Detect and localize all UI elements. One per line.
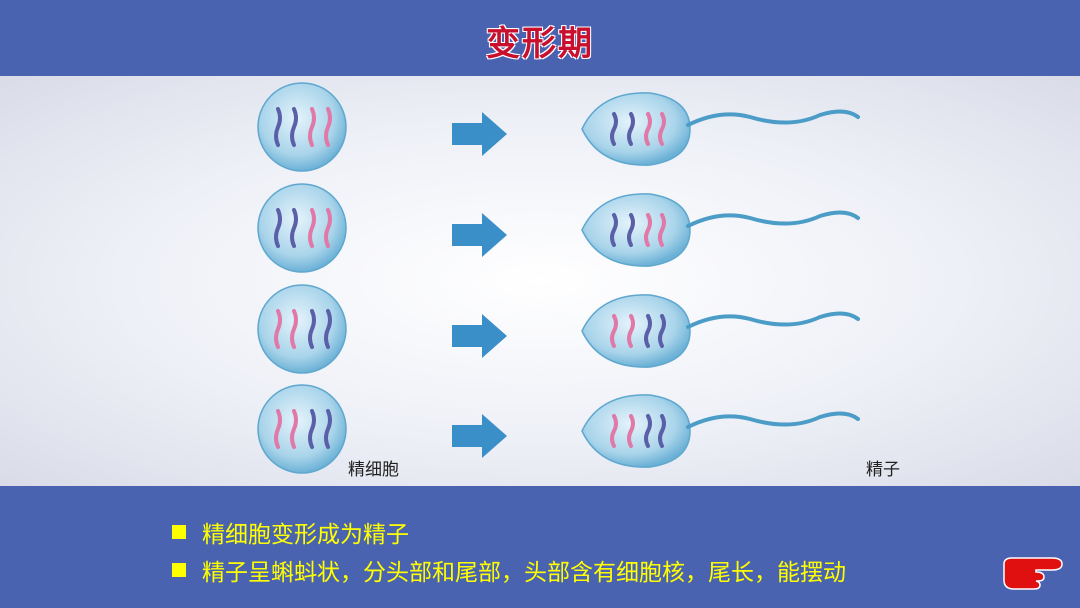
chromosome bbox=[658, 213, 666, 247]
pointing-hand-icon[interactable] bbox=[1000, 552, 1066, 592]
chromosome bbox=[644, 112, 652, 146]
footer-band bbox=[0, 486, 1080, 608]
chromosome bbox=[658, 112, 666, 146]
chromosome bbox=[627, 213, 635, 247]
chromosome bbox=[610, 314, 618, 348]
bullet-square-icon bbox=[172, 563, 186, 577]
chromosome bbox=[644, 314, 652, 348]
bullet-text: 精细胞变形成为精子 bbox=[202, 522, 409, 548]
bullet-text: 精子呈蝌蚪状，分头部和尾部，头部含有细胞核，尾长，能摆动 bbox=[202, 560, 846, 586]
chromosome bbox=[627, 414, 635, 448]
chromosome bbox=[308, 208, 316, 248]
right-arrow-icon bbox=[452, 314, 507, 358]
chromosome bbox=[274, 208, 282, 248]
chromosome bbox=[644, 213, 652, 247]
chromosome bbox=[274, 309, 282, 349]
bullet-square-icon bbox=[172, 525, 186, 539]
chromosome bbox=[658, 414, 666, 448]
chromosome bbox=[290, 208, 298, 248]
diagram-stage: 精细胞 精子 bbox=[0, 76, 1080, 486]
chromosome bbox=[627, 112, 635, 146]
chromosome bbox=[324, 309, 332, 349]
sperm-head bbox=[581, 394, 691, 468]
chromosome bbox=[308, 309, 316, 349]
right-arrow-icon bbox=[452, 213, 507, 257]
spermatid-label: 精细胞 bbox=[348, 460, 399, 480]
chromosome bbox=[290, 309, 298, 349]
sperm-tail bbox=[686, 210, 860, 228]
chromosome bbox=[274, 409, 282, 449]
slide-title: 变形期 bbox=[486, 24, 594, 64]
chromosome bbox=[274, 107, 282, 147]
sperm-head bbox=[581, 294, 691, 368]
sperm-tail bbox=[686, 109, 860, 127]
bullet-item: 精细胞变形成为精子 bbox=[172, 515, 409, 549]
chromosome bbox=[610, 414, 618, 448]
spermatid-cell bbox=[257, 82, 347, 172]
header-band bbox=[0, 0, 1080, 76]
chromosome bbox=[308, 107, 316, 147]
sperm-tail bbox=[686, 411, 860, 429]
chromosome bbox=[610, 213, 618, 247]
chromosome bbox=[610, 112, 618, 146]
spermatid-cell bbox=[257, 284, 347, 374]
chromosome bbox=[324, 107, 332, 147]
spermiogenesis-diagram bbox=[257, 82, 860, 474]
sperm-label: 精子 bbox=[866, 460, 900, 480]
spermatid-cell bbox=[257, 384, 347, 474]
chromosome bbox=[324, 208, 332, 248]
sperm-tail bbox=[686, 311, 860, 329]
chromosome bbox=[290, 409, 298, 449]
spermatid-cell bbox=[257, 183, 347, 273]
chromosome bbox=[324, 409, 332, 449]
chromosome bbox=[644, 414, 652, 448]
chromosome bbox=[627, 314, 635, 348]
sperm-head bbox=[581, 92, 691, 166]
chromosome bbox=[290, 107, 298, 147]
right-arrow-icon bbox=[452, 414, 507, 458]
bullet-item: 精子呈蝌蚪状，分头部和尾部，头部含有细胞核，尾长，能摆动 bbox=[172, 553, 846, 587]
right-arrow-icon bbox=[452, 112, 507, 156]
chromosome bbox=[308, 409, 316, 449]
sperm-head bbox=[581, 193, 691, 267]
chromosome bbox=[658, 314, 666, 348]
